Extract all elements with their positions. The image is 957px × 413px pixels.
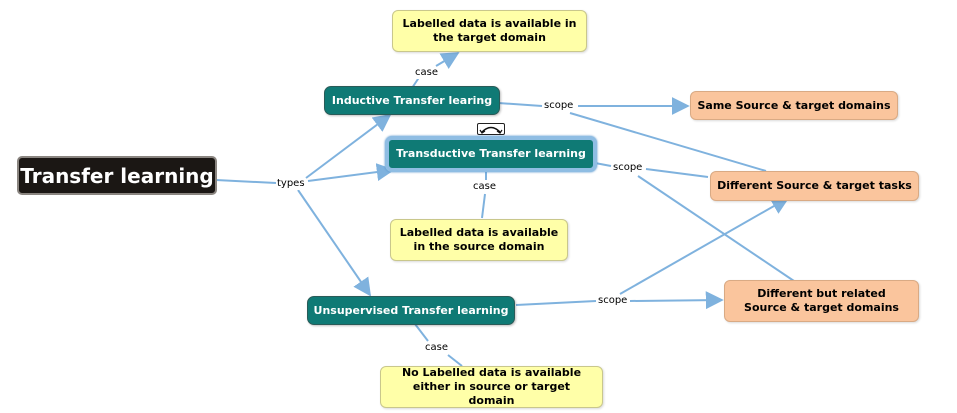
link-scope-different-tasks-b: [645, 168, 709, 178]
case-node-label: Labelled data is available in the source…: [399, 226, 559, 253]
link-inductive-scope: [497, 102, 543, 107]
link-label-case: case: [414, 67, 439, 79]
concept-node-unsupervised[interactable]: Unsupervised Transfer learning: [307, 296, 515, 325]
scope-node-same-domains[interactable]: Same Source & target domains: [690, 91, 898, 120]
resize-handle[interactable]: [477, 123, 505, 135]
link-label-scope: scope: [612, 162, 644, 174]
scope-node-label: Different Source & target tasks: [717, 179, 912, 192]
double-arrow-icon: [479, 126, 503, 134]
link-scope-different-tasks-a: [569, 112, 767, 172]
link-root-types: [215, 179, 277, 184]
case-node-no-labelled[interactable]: No Labelled data is available either in …: [380, 366, 603, 408]
scope-node-label: Different but related Source & target do…: [744, 287, 899, 314]
link-label-case: case: [424, 342, 449, 354]
link-case-no-labelled: [447, 354, 463, 367]
link-scope-different-tasks-c: [619, 197, 790, 295]
link-unsupervised-case: [414, 323, 429, 342]
link-unsupervised-scope: [515, 300, 597, 306]
concept-node-label: Inductive Transfer learing: [331, 93, 493, 107]
link-label-scope: scope: [597, 295, 629, 307]
link-label-types: types: [276, 178, 306, 190]
concept-node-label: Transductive Transfer learning: [396, 147, 586, 160]
link-label-scope: scope: [543, 100, 575, 112]
concept-node-label: Unsupervised Transfer learning: [313, 303, 509, 317]
scope-node-different-tasks[interactable]: Different Source & target tasks: [710, 171, 919, 201]
case-node-labelled-source[interactable]: Labelled data is available in the source…: [390, 219, 568, 261]
scope-node-label: Same Source & target domains: [697, 98, 891, 112]
root-node-label: Transfer learning: [20, 163, 214, 188]
link-label-case: case: [472, 181, 497, 193]
link-types-unsupervised: [297, 189, 372, 297]
link-scope-different-related-a: [637, 175, 795, 282]
link-transductive-scope: [594, 162, 612, 167]
link-types-transductive: [307, 163, 395, 182]
root-node-transfer-learning[interactable]: Transfer learning: [17, 156, 217, 195]
case-node-label: No Labelled data is available either in …: [401, 366, 582, 407]
link-case-labelled-source: [481, 193, 486, 219]
link-scope-different-related-b: [629, 291, 724, 310]
link-types-inductive: [305, 113, 392, 179]
concept-node-inductive[interactable]: Inductive Transfer learing: [324, 86, 500, 115]
link-case-labelled-target: [435, 52, 460, 69]
case-node-labelled-target[interactable]: Labelled data is available in the target…: [392, 10, 587, 52]
scope-node-different-related[interactable]: Different but related Source & target do…: [724, 280, 919, 322]
concept-node-transductive[interactable]: Transductive Transfer learning: [385, 136, 597, 172]
case-node-label: Labelled data is available in the target…: [402, 17, 577, 44]
